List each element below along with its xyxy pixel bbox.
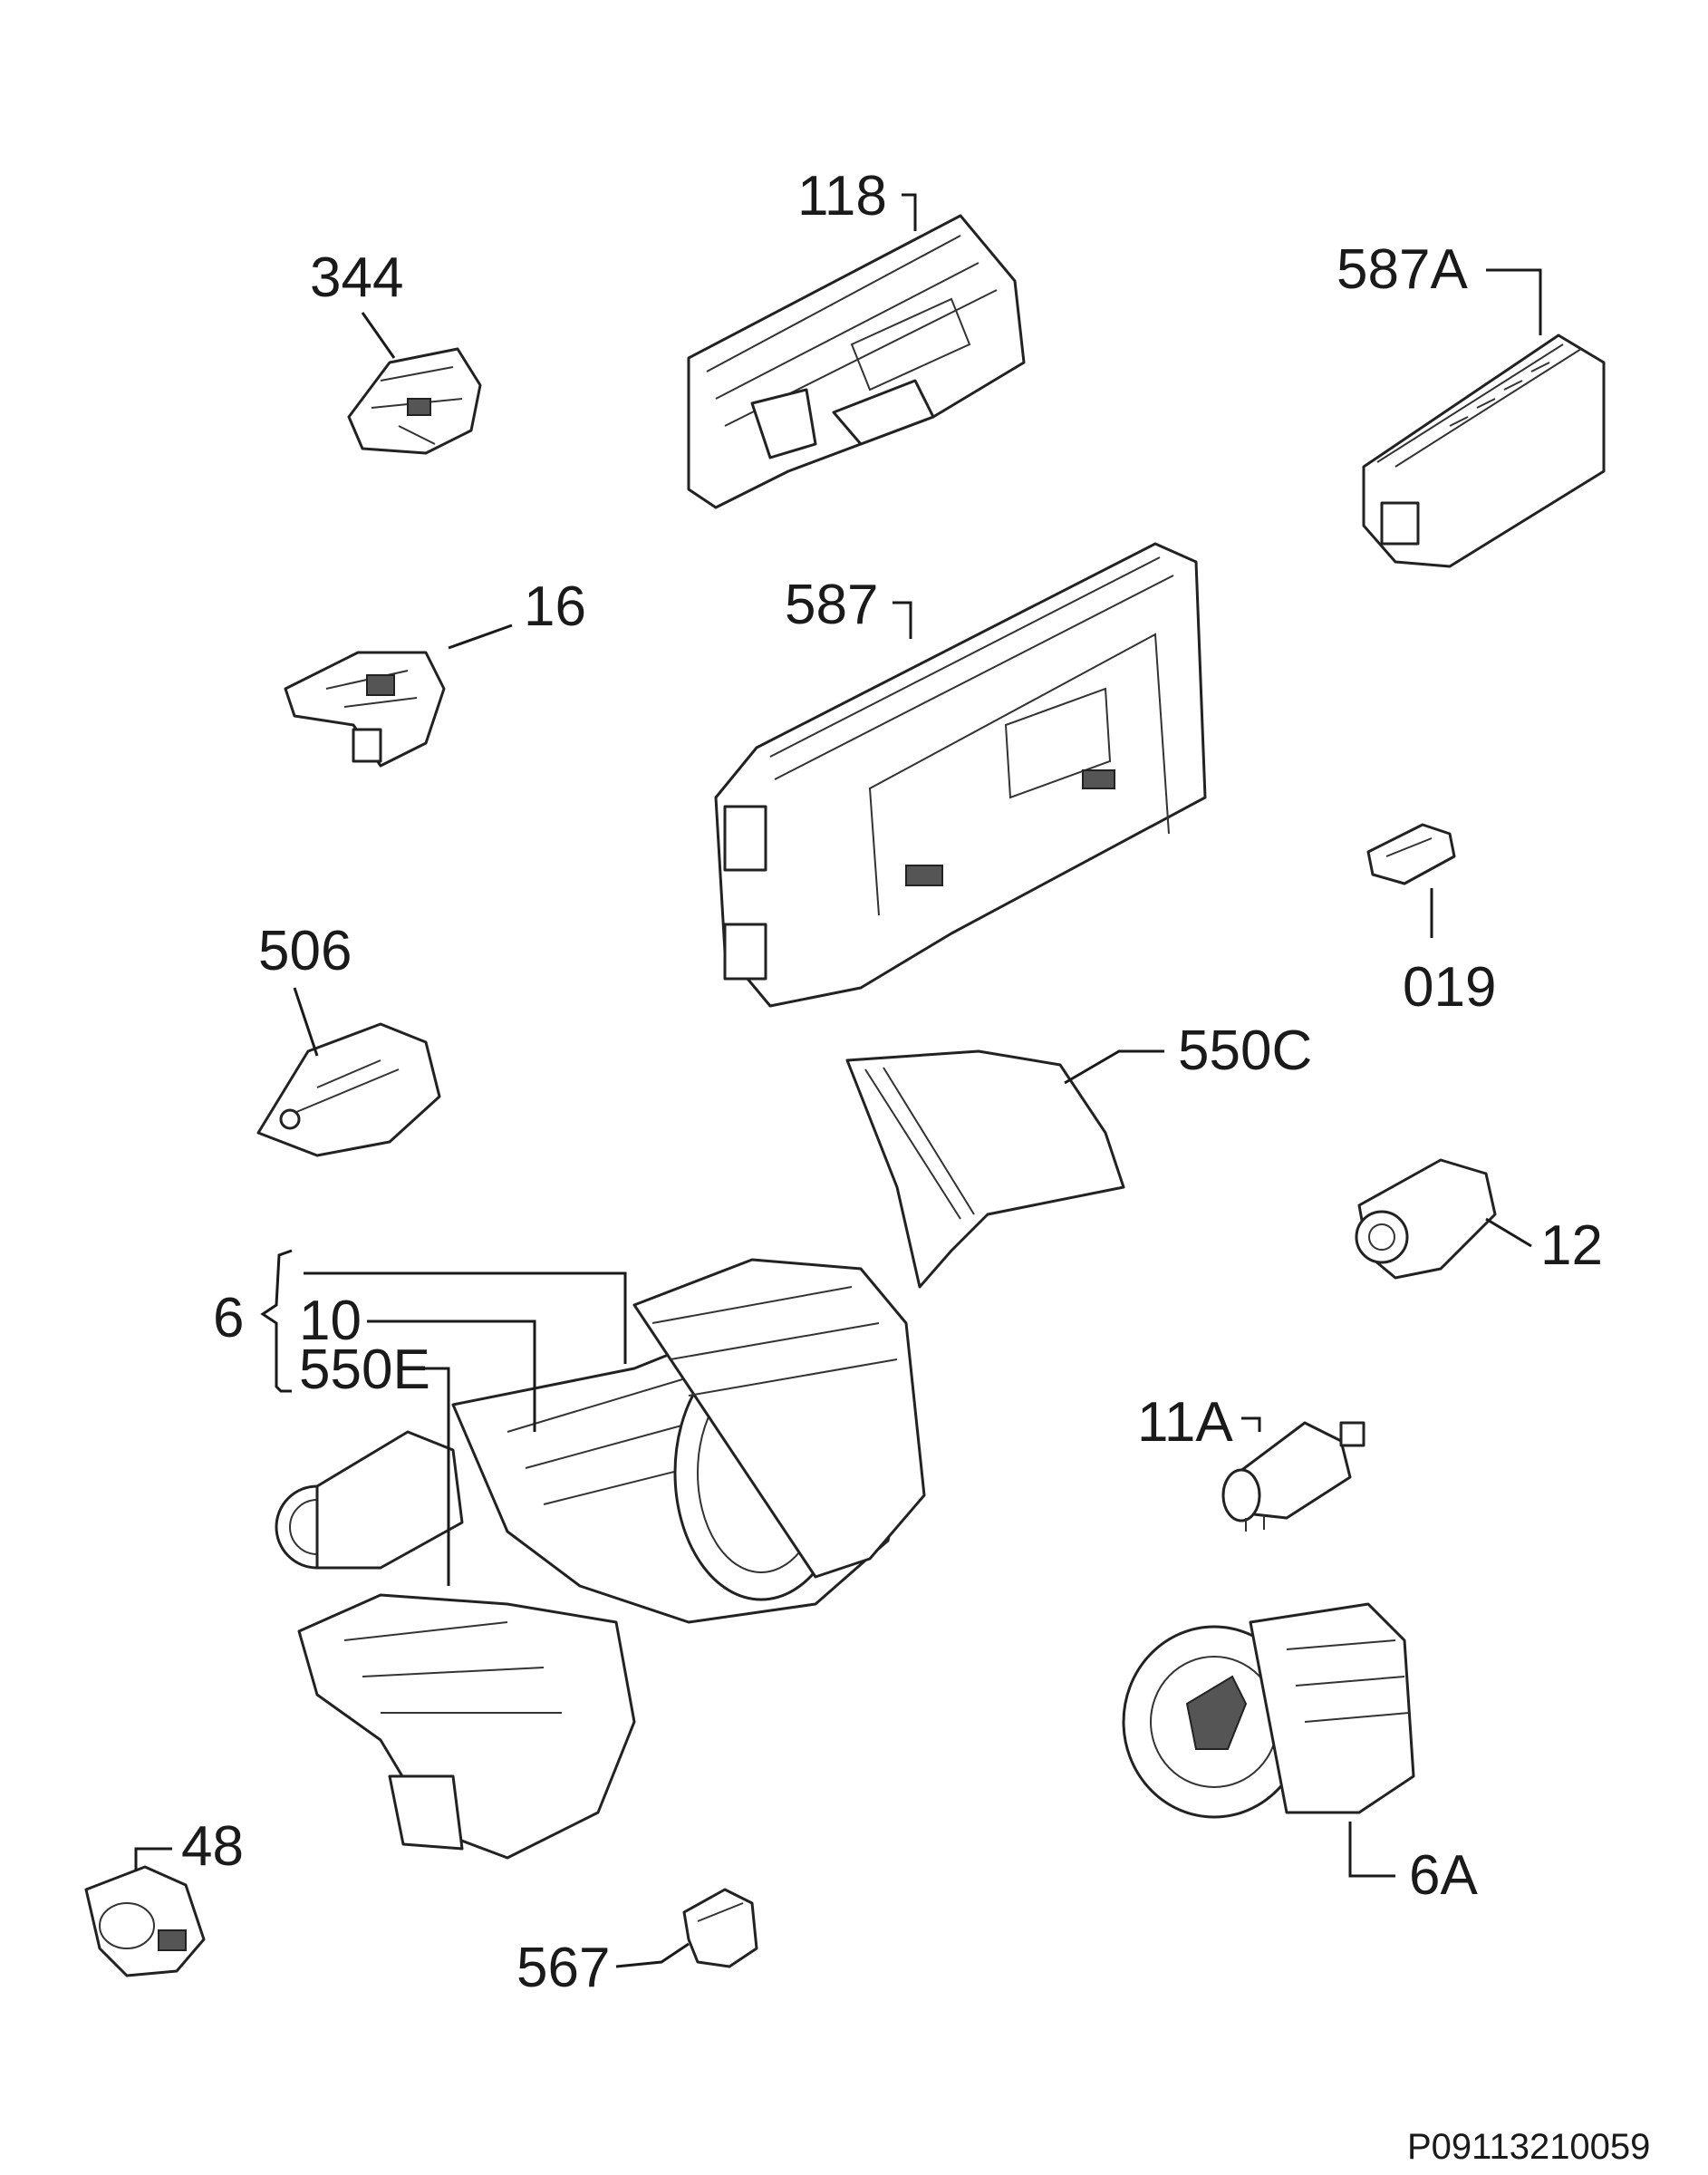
- part-550c: [845, 1049, 1125, 1289]
- label-506: 506: [258, 920, 352, 982]
- part-16: [284, 651, 446, 768]
- label-6a: 6A: [1409, 1844, 1478, 1907]
- label-118: 118: [797, 165, 887, 227]
- part-12: [1355, 1158, 1497, 1280]
- leader-16: [448, 624, 513, 650]
- label-550e: 550E: [299, 1339, 430, 1401]
- part-567: [682, 1888, 758, 1968]
- label-6: 6: [213, 1287, 244, 1349]
- leader-344: [361, 312, 396, 359]
- part-019: [1366, 823, 1456, 885]
- leader-6: [304, 1271, 627, 1364]
- label-11a: 11A: [1137, 1391, 1233, 1454]
- leader-6a: [1348, 1822, 1395, 1878]
- leader-48: [134, 1847, 172, 1871]
- label-550c: 550C: [1178, 1020, 1312, 1082]
- leader-550c: [1064, 1049, 1164, 1085]
- leader-550e: [421, 1367, 450, 1586]
- part-48: [84, 1865, 206, 1977]
- leader-506: [293, 987, 319, 1057]
- label-10: 10: [299, 1290, 362, 1352]
- part-587a: [1362, 334, 1606, 568]
- part-11a: [1221, 1421, 1365, 1532]
- label-587a: 587A: [1336, 238, 1468, 301]
- label-16: 16: [524, 575, 586, 638]
- leader-11a: [1241, 1416, 1261, 1432]
- leader-118: [902, 193, 917, 231]
- label-344: 344: [310, 246, 403, 309]
- label-587: 587: [785, 574, 878, 636]
- leader-567: [615, 1942, 690, 1968]
- leader-10: [367, 1320, 536, 1432]
- label-12: 12: [1540, 1214, 1603, 1277]
- label-019: 019: [1403, 956, 1496, 1019]
- part-506: [256, 1022, 441, 1157]
- part-587: [714, 542, 1207, 1008]
- leader-587a: [1486, 268, 1542, 335]
- part-6a: [1122, 1602, 1415, 1819]
- document-id: P09113210059: [1407, 2127, 1650, 2167]
- label-6a-num: 6A: [1409, 1844, 1478, 1907]
- leader-12: [1485, 1217, 1532, 1248]
- label-48: 48: [181, 1815, 244, 1878]
- label-567: 567: [516, 1937, 610, 1999]
- part-118: [687, 214, 1026, 509]
- leader-587: [893, 601, 912, 639]
- part-344: [347, 347, 482, 455]
- part-6-assembly: [275, 1258, 926, 1860]
- group-6-bracket: [260, 1249, 293, 1393]
